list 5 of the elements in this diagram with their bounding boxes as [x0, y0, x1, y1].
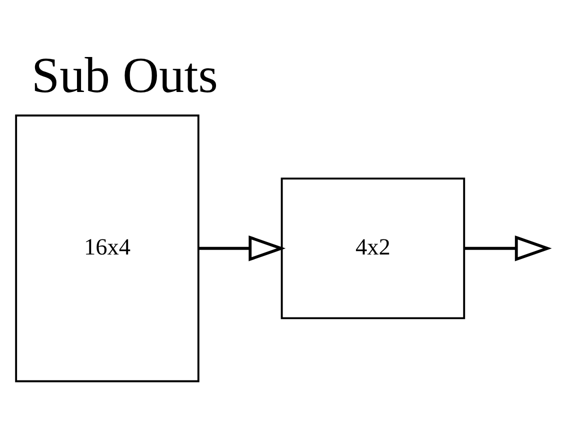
node-box: 16x4 — [15, 114, 200, 382]
arrow — [198, 234, 286, 261]
diagram-title: Sub Outs — [32, 46, 218, 102]
arrow — [464, 234, 552, 261]
node-box: 4x2 — [280, 177, 466, 319]
